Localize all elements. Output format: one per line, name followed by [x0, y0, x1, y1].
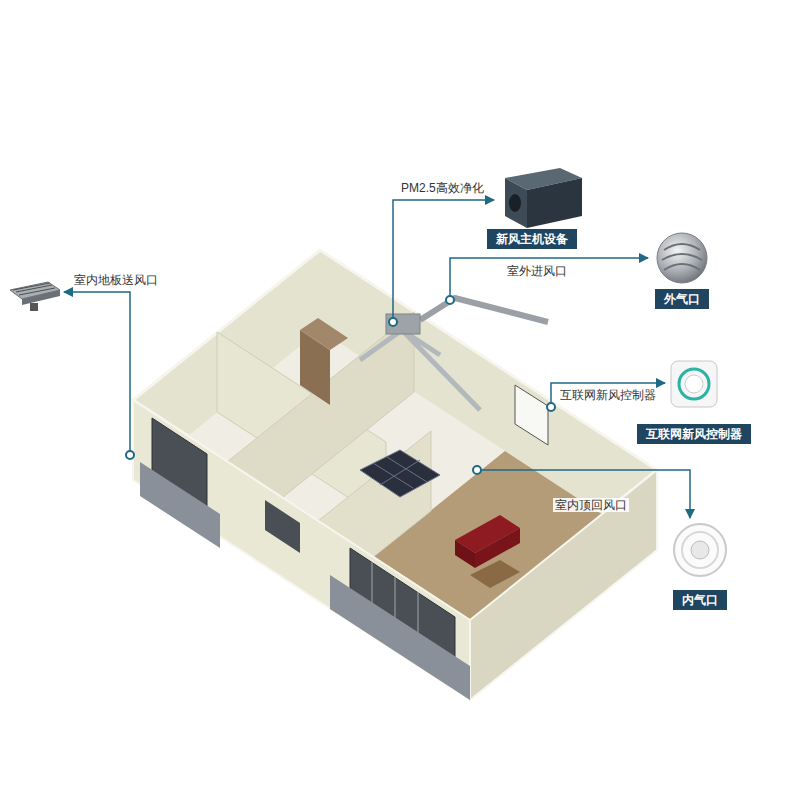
- callout-text: 外气口: [664, 292, 700, 306]
- window: [265, 500, 300, 553]
- main-unit: [386, 314, 420, 334]
- leader-dot: [126, 296, 555, 474]
- balcony: [140, 462, 220, 548]
- leader-line: [64, 200, 690, 518]
- table: [470, 560, 520, 588]
- indoor-vent-icon: [674, 524, 726, 576]
- callout-label: 室外进风口: [505, 264, 569, 278]
- balcony: [330, 575, 470, 700]
- callout-label: PM2.5高效净化: [399, 181, 486, 195]
- bed: [360, 450, 440, 497]
- controller-icon: [671, 361, 717, 407]
- callout-label: 互联网新风控制器: [558, 388, 658, 402]
- outdoor-vent-icon: [657, 233, 707, 283]
- floor-vent-icon: [10, 282, 60, 311]
- callout-box: 外气口: [655, 289, 709, 309]
- front-wall: [133, 400, 470, 700]
- callout-text: 新风主机设备: [496, 232, 568, 246]
- wardrobe: [300, 318, 348, 350]
- window: [515, 385, 548, 445]
- duct: [420, 298, 548, 322]
- callout-label: 室内地板送风口: [72, 273, 160, 287]
- callout-text: 互联网新风控制器: [646, 427, 742, 441]
- callout-label: 室内顶回风口: [553, 498, 629, 512]
- front-wall: [470, 470, 657, 700]
- callout-text: 内气口: [682, 593, 718, 607]
- callout-box: 新风主机设备: [487, 229, 577, 249]
- callout-box: 内气口: [673, 590, 727, 610]
- duct: [360, 330, 480, 410]
- callout-box: 互联网新风控制器: [637, 424, 751, 444]
- fresh-air-unit-icon: [505, 168, 582, 228]
